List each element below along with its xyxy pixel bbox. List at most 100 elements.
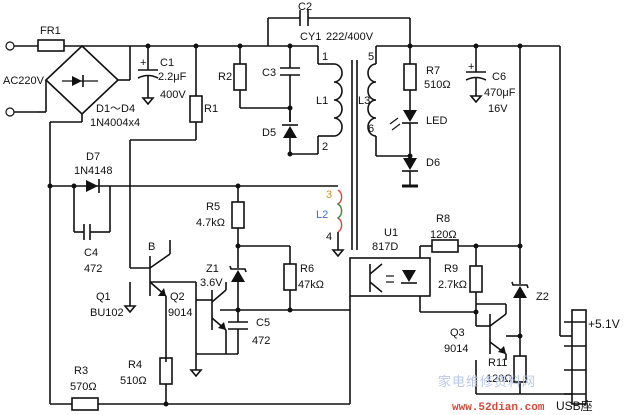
- c5-name: C5: [256, 317, 270, 329]
- svg-text:+: +: [140, 57, 146, 69]
- ac-voltage-label: AC220V: [3, 75, 45, 87]
- c1-value: 2.2μF: [158, 71, 187, 83]
- l1-name: L1: [316, 95, 328, 107]
- c1-name: C1: [160, 57, 174, 69]
- bridge-part-label: 1N4004x4: [90, 117, 140, 129]
- pin-3: 3: [326, 189, 332, 201]
- r9-name: R9: [444, 263, 458, 275]
- c4-value: 472: [84, 263, 102, 275]
- resistor-r11: [513, 355, 527, 394]
- c1-voltage: 400V: [160, 89, 186, 101]
- r7-value: 510Ω: [424, 79, 451, 91]
- led-indicator: [389, 110, 418, 156]
- c3-name: C3: [262, 67, 276, 79]
- transistor-q2: [195, 282, 227, 354]
- r5-value: 4.7kΩ: [196, 217, 225, 229]
- l3-name: L3: [358, 95, 370, 107]
- ac-input-terminals: [5, 41, 38, 117]
- l2-name: L2: [316, 209, 328, 221]
- r3-name: R3: [74, 365, 88, 377]
- c5-value: 472: [252, 335, 270, 347]
- fuse-label: FR1: [40, 25, 61, 37]
- bridge-label: D1～D4: [96, 103, 135, 115]
- z1-name: Z1: [206, 263, 219, 275]
- r5-name: R5: [206, 201, 220, 213]
- usb-connector: [564, 309, 587, 405]
- usb-label: USB座: [556, 398, 593, 413]
- d5-name: D5: [262, 127, 276, 139]
- q1-base: B: [148, 241, 155, 253]
- c2-value: 222/400V: [326, 31, 374, 43]
- diode-d6: [402, 158, 418, 188]
- watermark-url: www.52dian.com: [452, 402, 545, 414]
- zener-z2: [511, 246, 529, 336]
- resistor-r7: [403, 46, 417, 110]
- r6-name: R6: [300, 263, 314, 275]
- r4-value: 510Ω: [120, 375, 147, 387]
- resistor-r5: [231, 186, 245, 246]
- svg-text:+: +: [468, 61, 474, 73]
- pin-2: 2: [322, 141, 328, 153]
- capacitor-c6: +: [465, 46, 487, 104]
- r11-value: 120Ω: [486, 373, 513, 385]
- resistor-r1: [129, 46, 203, 268]
- transformer-l3: [367, 45, 520, 157]
- capacitor-c4: [83, 224, 100, 240]
- q1-part: BU102: [90, 307, 124, 319]
- c2-name: C2: [298, 1, 312, 13]
- c6-name: C6: [492, 71, 506, 83]
- output-voltage: +5.1V: [588, 317, 620, 331]
- r4-name: R4: [128, 359, 142, 371]
- r11-name: R11: [488, 357, 507, 369]
- transistor-q3: [475, 303, 507, 360]
- u1-name: U1: [384, 227, 398, 239]
- pin-1: 1: [322, 51, 328, 63]
- r9-value: 2.7kΩ: [438, 279, 467, 291]
- d7-part: 1N4148: [74, 165, 113, 177]
- resistor-r4: [159, 357, 173, 404]
- c6-value: 470μF: [484, 87, 516, 99]
- pin-5: 5: [368, 51, 374, 63]
- resistor-r6: [283, 246, 297, 310]
- watermark-text: 家电维修资料网: [438, 374, 536, 390]
- resistor-r8: [431, 239, 520, 253]
- diode-d7: [86, 179, 100, 193]
- transistor-q1: [130, 240, 171, 297]
- led-name: LED: [426, 115, 447, 127]
- zener-z1: [229, 246, 247, 310]
- transformer-l1: [317, 46, 358, 250]
- r8-value: 120Ω: [430, 229, 457, 241]
- pin-6: 6: [368, 123, 374, 135]
- z1-value: 3.6V: [200, 277, 223, 289]
- d7-name: D7: [86, 151, 100, 163]
- resistor-r2: [233, 46, 290, 109]
- transformer-l2: [238, 185, 345, 258]
- c2-extra: CY1: [300, 31, 321, 43]
- d6-name: D6: [426, 157, 440, 169]
- resistor-r3: [49, 390, 350, 411]
- r6-value: 47kΩ: [298, 279, 324, 291]
- q3-part: 9014: [444, 343, 468, 355]
- resistor-r9: [469, 246, 483, 312]
- r7-name: R7: [426, 65, 440, 77]
- c4-name: C4: [84, 247, 98, 259]
- q2-name: Q2: [170, 291, 185, 303]
- bridge-rectifier: [38, 44, 130, 390]
- r3-value: 570Ω: [70, 381, 97, 393]
- u1-part: 817D: [372, 241, 398, 253]
- capacitor-c5: [228, 310, 248, 354]
- fuse-fr1: [37, 39, 82, 52]
- q1-name: Q1: [96, 291, 111, 303]
- pin-4: 4: [326, 231, 332, 243]
- z2-name: Z2: [536, 291, 549, 303]
- q2-part: 9014: [168, 307, 192, 319]
- q3-name: Q3: [450, 327, 465, 339]
- optocoupler-u1: [349, 257, 431, 404]
- r1-name: R1: [204, 103, 218, 115]
- diode-d5: [282, 124, 298, 154]
- r2-name: R2: [218, 71, 232, 83]
- capacitor-c1: +: [137, 46, 159, 106]
- r8-name: R8: [436, 213, 450, 225]
